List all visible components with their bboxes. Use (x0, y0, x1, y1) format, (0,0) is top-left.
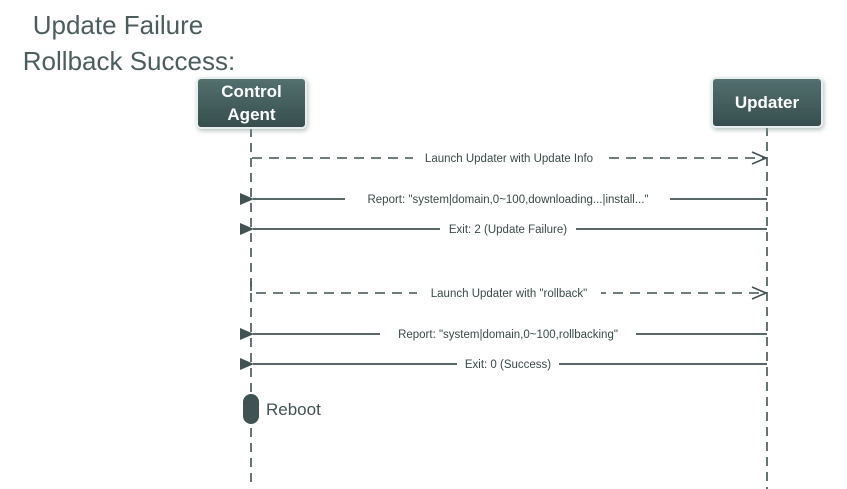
actor-updater-label: Updater (735, 93, 800, 112)
message-label: Report: "system|domain,0~100,downloading… (367, 194, 648, 206)
diagram-title-line-1: Update Failure (33, 10, 204, 40)
message-report-downloading: Report: "system|domain,0~100,downloading… (240, 191, 767, 207)
message-label: Launch Updater with "rollback" (431, 288, 587, 300)
message-exit-update-failure: Exit: 2 (Update Failure) (240, 221, 767, 237)
message-label: Launch Updater with Update Info (425, 153, 593, 165)
message-launch-updater-update-info: Launch Updater with Update Info (252, 150, 766, 166)
actor-control-agent-label-line-2: Agent (227, 105, 276, 124)
actor-control-agent-label-line-1: Control (221, 82, 281, 101)
message-launch-updater-rollback: Launch Updater with "rollback" (250, 281, 766, 301)
message-label: Exit: 0 (Success) (465, 359, 551, 371)
activation-reboot-label: Reboot (266, 400, 321, 419)
message-label: Report: "system|domain,0~100,rollbacking… (398, 329, 618, 341)
actor-control-agent[interactable]: Control Agent (196, 77, 307, 129)
diagram-title-line-2: Rollback Success: (23, 46, 235, 76)
message-report-rollbacking: Report: "system|domain,0~100,rollbacking… (240, 326, 767, 342)
activation-reboot: Reboot (243, 394, 321, 424)
message-label: Exit: 2 (Update Failure) (449, 224, 567, 236)
message-exit-success: Exit: 0 (Success) (240, 356, 767, 372)
actor-updater[interactable]: Updater (711, 77, 823, 128)
